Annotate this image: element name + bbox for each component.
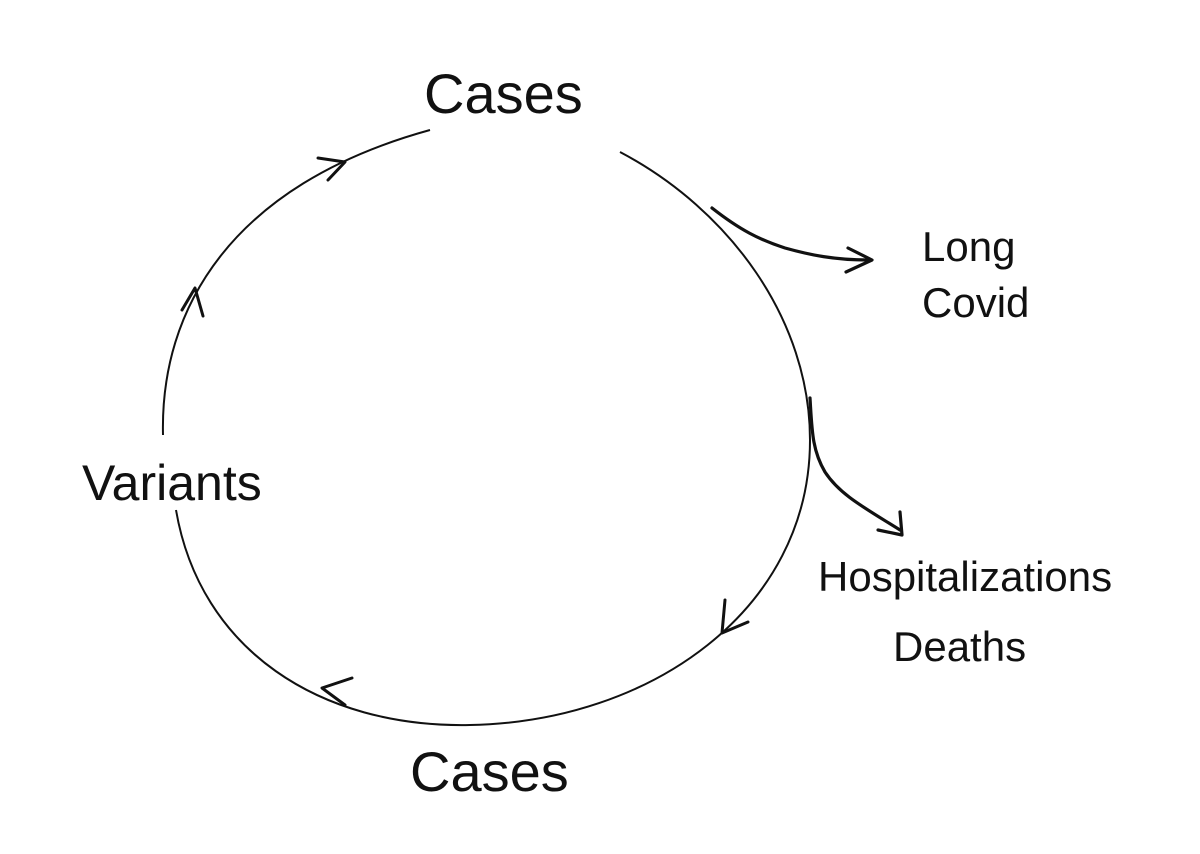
node-long-covid-line1: Long	[922, 223, 1016, 270]
node-cases-bottom: Cases	[410, 740, 569, 803]
arrowhead-hospitalizations	[876, 510, 904, 537]
node-long-covid-line2: Covid	[922, 279, 1030, 326]
arrowhead-top-left	[316, 156, 347, 182]
arrowhead-long-covid	[844, 246, 874, 274]
node-hospitalizations: Hospitalizations	[818, 553, 1113, 600]
branch-arrow-hospitalizations	[808, 396, 902, 532]
arrowhead-right-down	[720, 598, 750, 635]
branch-arrow-long-covid	[710, 206, 870, 262]
node-deaths: Deaths	[893, 623, 1027, 670]
node-variants: Variants	[82, 455, 262, 511]
cycle-arc-right	[175, 151, 812, 727]
node-cases-top: Cases	[424, 62, 583, 125]
cycle-arc-left	[161, 129, 431, 436]
arrowhead-left-up	[180, 286, 205, 318]
arrowhead-bottom-left	[320, 676, 354, 707]
